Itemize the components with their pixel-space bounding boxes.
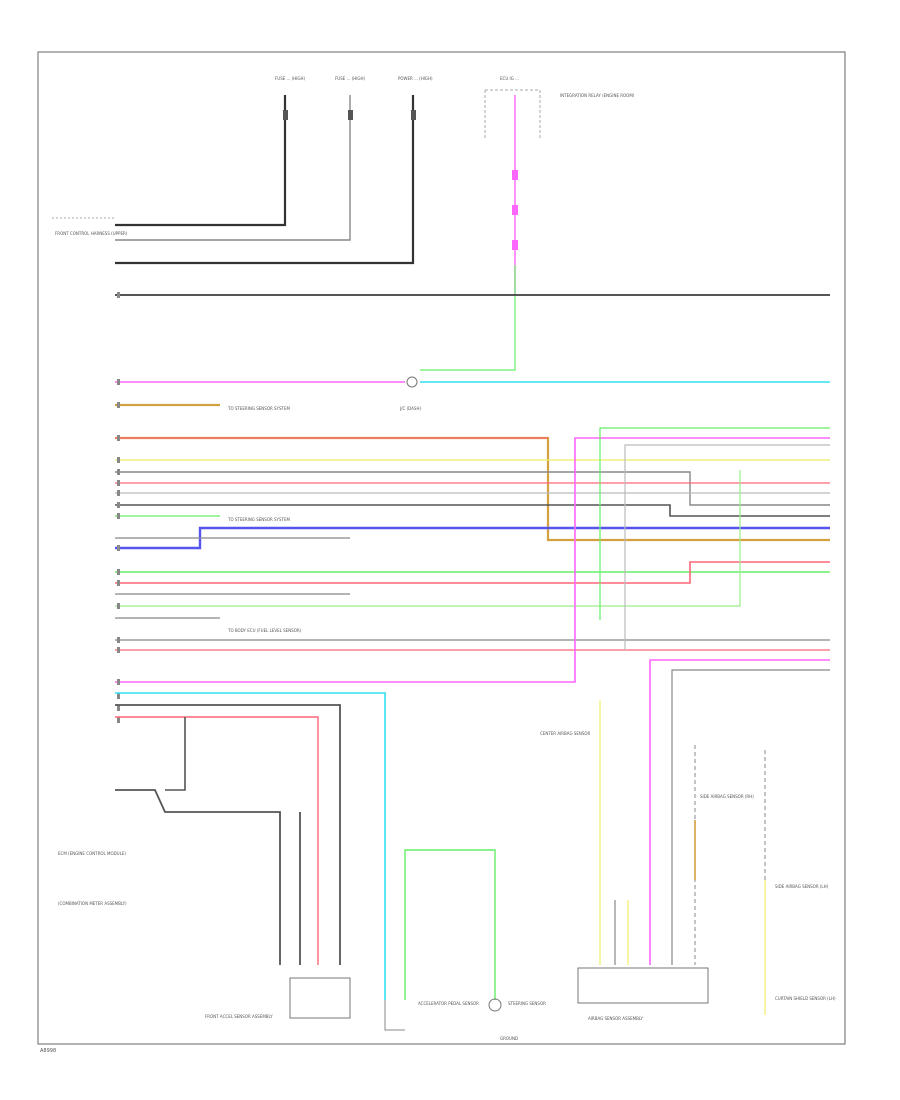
main-bus-wires: J/C (DASH) TO STEERING SENSOR SYSTEM TO … bbox=[115, 294, 830, 965]
airbag-sensor-label: AIRBAG SENSOR ASSEMBLY bbox=[588, 1016, 644, 1021]
front-harness-label: FRONT CONTROL HARNESS (UPPER) bbox=[55, 231, 128, 236]
annotation-3: TO BODY ECU (FUEL LEVEL SENSOR) bbox=[227, 628, 302, 633]
source-label-1: FUSE ... (HIGH) bbox=[275, 76, 306, 81]
page-number: A8998 bbox=[40, 1048, 56, 1054]
curtain-sensor-label: CURTAIN SHIELD SENSOR (LH) bbox=[775, 996, 836, 1001]
right-sensor-label: SIDE AIRBAG SENSOR (RH) bbox=[700, 794, 754, 799]
steering-sensor-symbol bbox=[488, 998, 502, 1012]
ecm-sub-label: (COMBINATION METER ASSEMBLY) bbox=[58, 901, 127, 906]
sensor-feed-wires bbox=[599, 700, 766, 1015]
source-label-3: POWER ... (HIGH) bbox=[398, 76, 433, 81]
front-sensor-label: FRONT ACCEL SENSOR ASSEMBLY bbox=[205, 1014, 273, 1019]
diagram-frame bbox=[37, 51, 846, 1045]
left-sensor-label: SIDE AIRBAG SENSOR (LH) bbox=[775, 884, 829, 889]
relay-box-label: INTEGRATION RELAY (ENGINE ROOM) bbox=[560, 93, 635, 98]
lower-branch-wires bbox=[115, 692, 496, 1031]
annotation-1: TO STEERING SENSOR SYSTEM bbox=[227, 406, 291, 411]
ecm-pins bbox=[117, 292, 120, 723]
ecm-label: ECM (ENGINE CONTROL MODULE) bbox=[58, 851, 126, 856]
center-airbag-label: CENTER AIRBAG SENSOR bbox=[540, 731, 591, 736]
annotation-2: TO STEERING SENSOR SYSTEM bbox=[227, 517, 291, 522]
source-label-4: ECU IG ... bbox=[500, 76, 519, 81]
junction-label: J/C (DASH) bbox=[399, 406, 421, 411]
bottom-components: FRONT ACCEL SENSOR ASSEMBLY ACCELERATOR … bbox=[205, 731, 836, 1041]
ground-label: GROUND bbox=[500, 1036, 518, 1041]
steering-sensor-label: STEERING SENSOR bbox=[508, 1001, 546, 1006]
source-label-2: FUSE ... (HIGH) bbox=[335, 76, 366, 81]
top-source-wires: FUSE ... (HIGH) FUSE ... (HIGH) POWER ..… bbox=[115, 76, 635, 371]
accel-sensor-label: ACCELERATOR PEDAL SENSOR bbox=[418, 1001, 479, 1006]
